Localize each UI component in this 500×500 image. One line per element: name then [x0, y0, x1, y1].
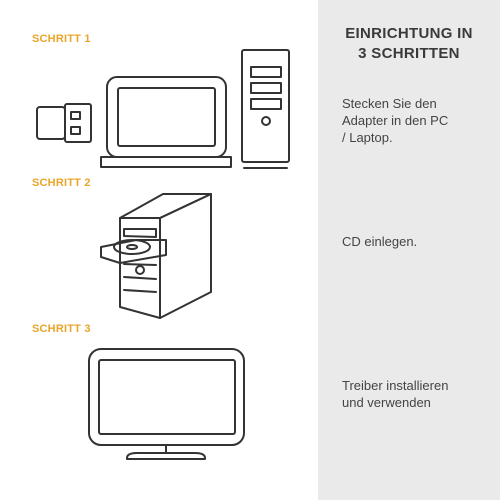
cd-insert-pc-icon — [100, 193, 212, 319]
page-title: EINRICHTUNG IN 3 SCHRITTEN — [318, 24, 500, 64]
steps-illustrations — [36, 49, 290, 460]
step-1-description-line: Adapter in den PC — [342, 113, 449, 128]
usb-adapter-icon — [36, 103, 92, 143]
pc-tower-icon — [241, 49, 290, 169]
step-1-description-line: Stecken Sie den — [342, 96, 437, 111]
step-2-description: CD einlegen. — [342, 233, 492, 250]
step-3-label: SCHRITT 3 — [32, 323, 91, 335]
step-3-description-line: Treiber installieren — [342, 378, 449, 393]
step-1-description: Stecken Sie den Adapter in den PC / Lapt… — [342, 95, 492, 146]
title-line-1: EINRICHTUNG IN — [345, 25, 473, 42]
instructions-panel — [318, 0, 500, 500]
monitor-icon — [88, 348, 245, 460]
step-1-label: SCHRITT 1 — [32, 33, 91, 45]
step-1-description-line: / Laptop. — [342, 130, 393, 145]
step-2-description-line: CD einlegen. — [342, 234, 418, 249]
step-3-description-line: und verwenden — [342, 395, 431, 410]
laptop-icon — [100, 76, 232, 168]
step-3-description: Treiber installieren und verwenden — [342, 377, 492, 411]
title-line-2: 3 SCHRITTEN — [358, 45, 460, 62]
step-2-label: SCHRITT 2 — [32, 177, 91, 189]
